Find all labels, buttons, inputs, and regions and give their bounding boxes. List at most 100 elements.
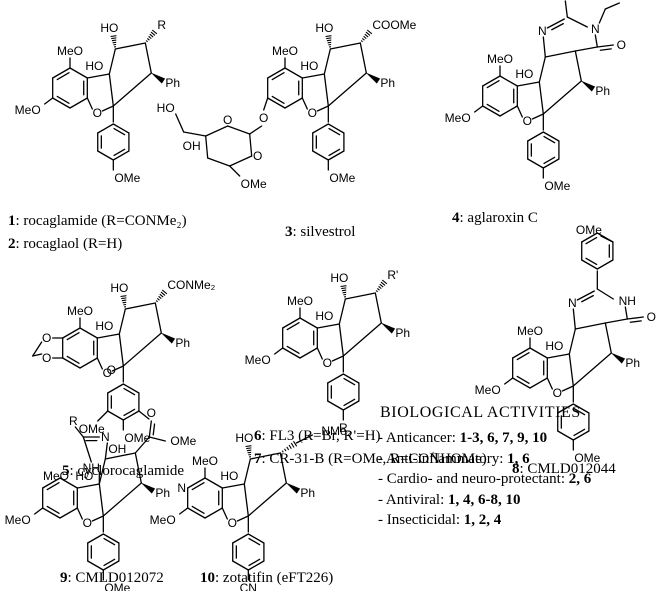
bond — [124, 302, 156, 310]
wedge-bond — [151, 72, 166, 84]
bond — [79, 357, 98, 369]
bond — [327, 72, 367, 107]
double-bond-line — [516, 352, 530, 361]
double-bond-line — [629, 320, 642, 323]
double-bond-line — [248, 537, 261, 546]
atom-label: O — [259, 111, 268, 125]
bond — [572, 308, 576, 330]
atom-label: OMe — [574, 451, 600, 465]
bond — [504, 377, 514, 385]
hash-bond-stroke — [327, 41, 332, 44]
bond — [118, 333, 124, 367]
atom-label: HO — [110, 281, 128, 295]
atom-label: HO — [220, 469, 238, 483]
hash-bond-stroke — [363, 35, 367, 40]
bond — [604, 318, 628, 324]
hash-bond-stroke — [160, 291, 166, 296]
double-bond-line — [573, 428, 586, 437]
atom-label: HO — [330, 271, 348, 285]
bond — [249, 125, 263, 135]
bond — [32, 341, 43, 357]
bond — [474, 105, 484, 113]
bond — [221, 507, 228, 520]
bond — [529, 377, 548, 389]
caption-compound-5: 5: cyclorocaglamide — [62, 463, 185, 479]
bond — [572, 352, 612, 387]
bond — [546, 377, 553, 390]
bond — [312, 150, 329, 161]
atom-label: MeO — [43, 469, 69, 483]
double-bond-line — [581, 294, 594, 303]
hash-bond-stroke — [293, 440, 298, 447]
bond — [97, 123, 114, 134]
bond — [52, 67, 71, 79]
atom-label: MeO — [245, 353, 271, 367]
double-bond-line — [56, 95, 70, 104]
double-bond-line — [191, 505, 205, 514]
double-bond-line — [152, 423, 156, 436]
atom-label: MeO — [15, 103, 41, 117]
bond — [594, 34, 598, 48]
double-bond-line — [599, 48, 612, 51]
bond — [342, 322, 382, 357]
bond — [69, 67, 88, 79]
hash-bond-stroke — [158, 295, 162, 300]
bond — [32, 353, 43, 357]
atom-label: O — [253, 149, 262, 163]
caption-compound-10: 10: zotatifin (eFT226) — [200, 570, 334, 586]
bond — [122, 410, 140, 421]
bond — [97, 150, 114, 161]
hash-bond-stroke — [376, 287, 380, 291]
hash-bond-stroke — [326, 37, 332, 40]
hash-bond-stroke — [246, 447, 252, 450]
bond — [327, 123, 345, 134]
double-bond-line — [46, 505, 60, 514]
bond — [62, 357, 81, 369]
double-bond-line — [328, 148, 341, 157]
atom-label: OMe — [576, 223, 602, 237]
bond — [247, 533, 265, 544]
bond — [284, 67, 303, 79]
atom-label: R — [157, 18, 166, 32]
bond — [581, 259, 598, 270]
atom-label: Ph — [625, 356, 640, 370]
bond — [187, 477, 206, 489]
atom-label: OMe — [170, 434, 196, 448]
hash-bond-stroke — [150, 31, 156, 36]
atom-label: MeO — [272, 44, 298, 58]
hash-bond-stroke — [161, 289, 168, 295]
bond — [512, 347, 531, 359]
bond — [299, 317, 318, 329]
bond — [564, 0, 568, 18]
double-bond-line — [123, 408, 136, 417]
atom-label: HO — [95, 319, 113, 333]
double-bond-line — [585, 257, 598, 266]
bond — [598, 8, 606, 24]
hash-bond-stroke — [156, 297, 160, 301]
atom-label: MeO — [57, 44, 83, 58]
atom-label: HO — [85, 59, 103, 73]
caption-compound-6: 6: FL3 (R=Br, R'=H) — [254, 428, 381, 444]
atom-label: HO — [157, 101, 175, 115]
caption-compound-1: 1: rocaglamide (R=CONMe₂) — [8, 213, 187, 229]
double-bond-line — [585, 236, 598, 245]
bond — [499, 105, 518, 117]
atom-label: HO — [315, 21, 333, 35]
biological-activities-list: - Anticancer: 1-3, 6, 7, 9, 10 - Anti-in… — [378, 428, 591, 531]
bond — [62, 327, 81, 339]
bond — [600, 235, 614, 243]
bond — [604, 322, 612, 354]
bond — [229, 165, 241, 177]
bond — [101, 105, 114, 112]
bond — [566, 16, 588, 28]
bond — [301, 73, 325, 79]
bond — [42, 507, 61, 519]
bond — [301, 97, 308, 110]
bond — [114, 42, 146, 50]
bond — [499, 75, 518, 87]
atom-label: N — [568, 296, 577, 310]
bond — [97, 410, 109, 422]
atom-label: NH — [619, 294, 636, 308]
